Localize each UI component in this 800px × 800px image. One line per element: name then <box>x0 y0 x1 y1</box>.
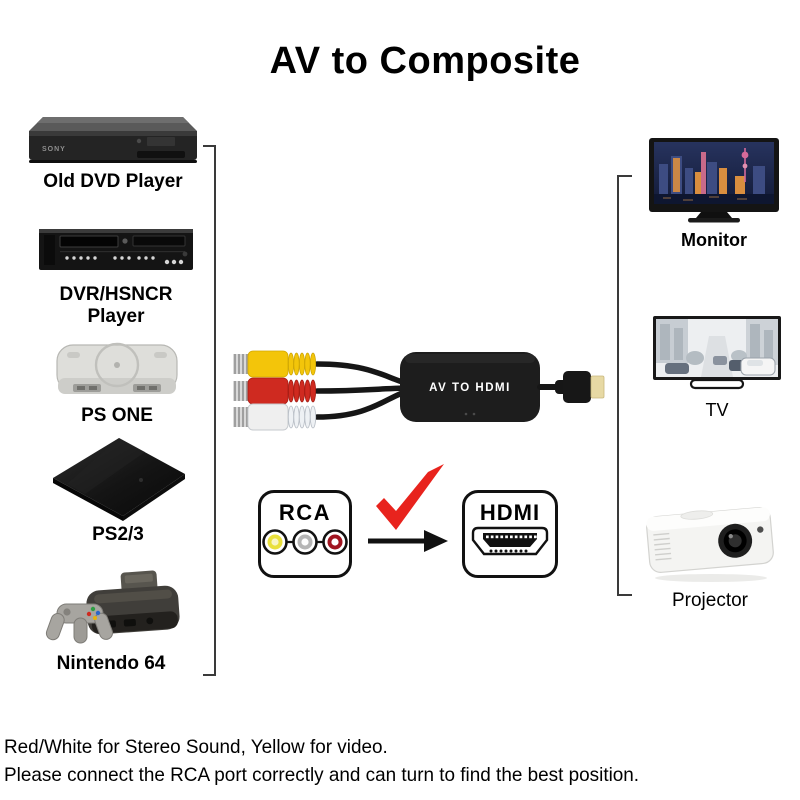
dvd-player-image: SONY <box>29 117 197 163</box>
rca-red-jack <box>233 377 317 405</box>
hdmi-label: HDMI <box>479 500 541 525</box>
source-device-ps23: PS2/3 <box>48 436 188 546</box>
source-device-psone: PS ONE <box>52 340 182 427</box>
hdmi-port-badge: HDMI <box>462 490 558 578</box>
svg-text:SONY: SONY <box>42 146 66 153</box>
device-label: Nintendo 64 <box>56 653 166 674</box>
output-device-projector: Projector <box>636 490 784 612</box>
source-device-old-dvd: SONY Old DVD Player <box>28 110 198 193</box>
output-device-tv: TV <box>652 316 782 421</box>
device-label: Old DVD Player <box>43 171 183 192</box>
checkmark-icon <box>376 464 444 530</box>
output-device-monitor: Monitor <box>648 138 780 251</box>
ps2-3-image <box>53 438 185 521</box>
source-device-n64: Nintendo 64 <box>36 566 186 675</box>
rca-cables <box>314 361 416 420</box>
rca-connectors-icon <box>262 529 348 555</box>
footer-line-1: Red/White for Stereo Sound, Yellow for v… <box>4 736 388 758</box>
device-label: PS2/3 <box>92 524 144 545</box>
dvr-player-image <box>39 229 193 270</box>
footer-line-2: Please connect the RCA port correctly an… <box>4 764 640 786</box>
converter-product-image: AV TO HDMI <box>233 350 605 431</box>
arrow-right-icon <box>368 530 448 552</box>
rca-label: RCA <box>278 500 332 525</box>
device-label: DVR/HSNCR Player <box>59 284 173 328</box>
projector-image <box>646 507 774 582</box>
right-bracket-line <box>617 175 632 596</box>
rca-yellow-jack <box>233 350 317 378</box>
device-label: PS ONE <box>81 405 153 426</box>
device-label: TV <box>705 400 729 420</box>
nintendo-64-image <box>45 570 180 644</box>
rca-port-badge: RCA <box>258 490 352 578</box>
hdmi-connector-icon <box>471 526 549 556</box>
hdmi-plug <box>537 371 605 403</box>
monitor-image <box>649 138 779 223</box>
page-title: AV to Composite <box>269 40 581 82</box>
left-bracket-line <box>203 145 216 676</box>
device-label: Monitor <box>681 230 747 250</box>
rca-white-jack <box>233 403 317 431</box>
tv-image <box>653 316 781 390</box>
converter-label: AV TO HDMI <box>429 382 511 394</box>
source-device-dvr: DVR/HSNCR Player <box>36 224 196 329</box>
footer-notes: Red/White for Stereo Sound, Yellow for v… <box>4 733 639 789</box>
converter-box: AV TO HDMI <box>400 352 540 422</box>
ps-one-image <box>56 342 178 394</box>
device-label: Projector <box>671 590 749 611</box>
